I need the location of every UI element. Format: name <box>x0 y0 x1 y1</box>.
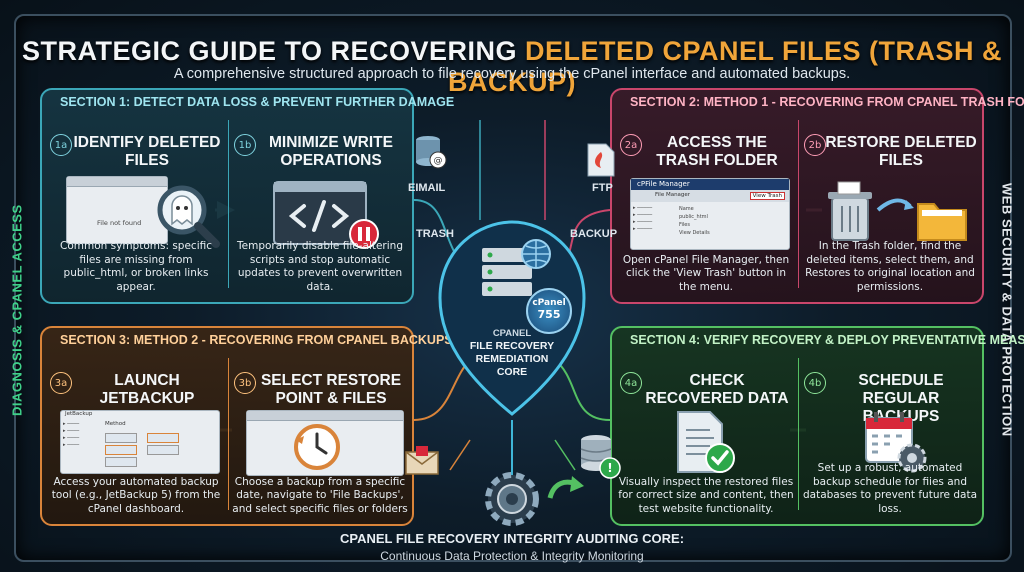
section-1-title: Section 1: Detect Data Loss & Prevent Fu… <box>60 95 455 109</box>
trash-label: TRASH <box>416 228 454 240</box>
core-line-2: Remediation <box>475 353 549 365</box>
page-subtitle: A comprehensive structured approach to f… <box>173 66 851 82</box>
section-4-title: Section 4: Verify Recovery & Deploy Prev… <box>630 333 1024 347</box>
jetbackup-title: JetBackup <box>65 411 93 417</box>
section-3: Section 3: Method 2 - Recovering from cP… <box>40 326 541 526</box>
card-tag: 2b <box>804 134 826 156</box>
card-description: Temporarily disable file-altering script… <box>237 240 403 293</box>
backup-label: BACKUP <box>570 228 618 240</box>
email-label: EIMAIL <box>408 182 446 194</box>
section-2-title: Section 2: Method 1 - Recovering from cP… <box>630 95 1024 109</box>
file-not-found-text: File not found <box>97 219 142 227</box>
file-list: Name public_html Files View Details <box>679 206 710 236</box>
section-3-divider <box>228 358 229 510</box>
card-tag: 4a <box>620 372 642 394</box>
card-2a: 2a Access the Trash Folder cPFile Manage… <box>618 122 794 294</box>
card-heading: Check Recovered Data <box>645 372 789 407</box>
section-4: Section 4: Verify Recovery & Deploy Prev… <box>610 326 1024 526</box>
jetbackup-menu: Method <box>105 421 126 427</box>
menu-file-manager: File Manager <box>655 192 691 198</box>
outer-frame <box>14 14 1012 562</box>
server-stack-icon <box>482 248 532 296</box>
core-line-1: File Recovery <box>469 340 555 352</box>
page-title: Strategic Guide to Recovering Deleted cP… <box>21 36 1003 97</box>
svg-text:!: ! <box>607 461 612 475</box>
envelope-icon <box>405 446 439 475</box>
section-1-divider <box>228 120 229 288</box>
card-heading: Identify Deleted Files <box>73 134 221 169</box>
ftp-label: FTP <box>592 182 613 194</box>
section-2-divider <box>798 120 799 288</box>
trash-bin-icon <box>828 181 872 241</box>
section-1: Section 1: Detect Data Loss & Prevent Fu… <box>40 88 454 304</box>
card-description: Set up a robust, automated backup schedu… <box>802 462 978 515</box>
card-2b: 2b Restore Deleted Files In the Trash fo… <box>802 122 978 294</box>
card-description: Open cPanel File Manager, then click the… <box>622 253 790 293</box>
browser-screenshot: File not found <box>66 176 168 244</box>
title-highlight: Deleted cPanel Files (Trash & Backup) <box>448 36 1003 97</box>
card-heading: Minimize Write Operations <box>269 134 393 169</box>
history-clock-icon <box>294 424 340 470</box>
gear-icon <box>897 443 927 473</box>
card-description: Access your automated backup tool (e.g.,… <box>51 475 221 515</box>
card-tag: 2a <box>620 134 642 156</box>
card-3a: 3a Launch JetBackup Interface JetBackup … <box>48 360 224 516</box>
card-tag: 1a <box>50 134 72 156</box>
section-2: Section 2: Method 1 - Recovering from cP… <box>610 88 1024 304</box>
bottom-subtitle: Continuous Data Protection & Integrity M… <box>380 549 644 563</box>
core-brand: cPanel <box>492 328 532 339</box>
pause-icon <box>349 219 379 249</box>
card-heading: Access the Trash Folder <box>656 134 778 169</box>
ftp-file-icon <box>587 143 615 177</box>
card-tag: 3a <box>50 372 72 394</box>
card-description: Visually inspect the restored files for … <box>618 475 794 515</box>
card-tag: 1b <box>234 134 256 156</box>
document-check-icon <box>677 411 735 473</box>
view-trash-button[interactable]: View Trash <box>749 192 785 200</box>
magnifier-ghost-icon <box>157 185 220 248</box>
card-3b: 3b Select Restore Point & Files Choose a… <box>232 360 408 516</box>
section-3-title: Section 3: Method 2 - Recovering from cP… <box>60 333 541 347</box>
database-icon: ! <box>580 435 621 479</box>
redo-arrow-icon <box>547 476 584 499</box>
card-tag: 4b <box>804 372 826 394</box>
card-description: Choose a backup from a specific date, na… <box>232 475 408 515</box>
code-window-icon <box>273 181 379 249</box>
card-4a: 4a Check Recovered Data Visually inspect… <box>618 360 794 516</box>
email-icon: @ <box>416 136 447 169</box>
gear-icon <box>485 472 539 526</box>
file-manager-screenshot: cPFile Manager File Manager View Trash ▸… <box>630 178 790 250</box>
side-label-left: Diagnosis & cPanel Access <box>9 204 25 416</box>
card-1b: 1b Minimize Write Operations Temporarily… <box>232 122 408 294</box>
card-description: In the Trash folder, find the deleted it… <box>805 240 975 293</box>
card-heading: Restore Deleted Files <box>825 134 977 169</box>
card-4b: 4b Schedule Regular Backups Set up a rob… <box>802 360 978 516</box>
card-description: Common symptoms: specific files are miss… <box>60 240 212 293</box>
core-shield <box>438 220 586 416</box>
calendar-gear-icon <box>865 412 927 473</box>
jetbackup-screenshot: JetBackup ▸ ────▸ ────▸ ────▸ ──── Metho… <box>60 410 220 474</box>
core-line-3: Core <box>496 366 528 378</box>
file-manager-title: cPFile Manager <box>637 180 690 188</box>
globe-icon <box>521 239 551 269</box>
svg-text:@: @ <box>434 156 443 166</box>
bottom-title: cPanel File Recovery Integrity Auditing … <box>339 531 685 546</box>
card-tag: 3b <box>234 372 256 394</box>
trash-to-folder-graphic <box>828 181 967 241</box>
folder-icon <box>917 203 967 241</box>
side-label-right: Web Security & Data Protection <box>999 183 1015 437</box>
folder-tree: ▸ ─────▸ ─────▸ ─────▸ ───── <box>633 205 653 232</box>
card-heading: Select Restore Point & Files <box>260 372 402 407</box>
section-4-divider <box>798 358 799 510</box>
card-1a: 1a Identify Deleted Files File not found… <box>48 122 224 294</box>
